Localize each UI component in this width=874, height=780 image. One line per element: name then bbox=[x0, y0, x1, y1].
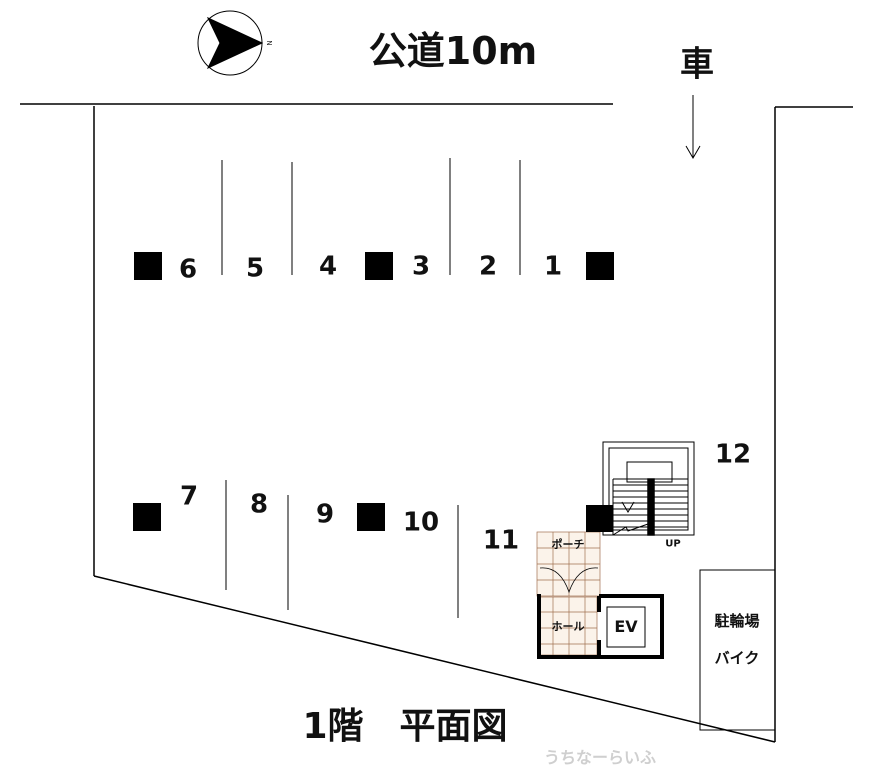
space-4: 4 bbox=[318, 251, 338, 282]
watermark: うちなーらいふ bbox=[543, 748, 657, 768]
hall-floor bbox=[539, 596, 598, 656]
car-label: 車 bbox=[680, 44, 714, 85]
elevator-box bbox=[606, 606, 646, 648]
space-3: 3 bbox=[411, 251, 431, 282]
space-6: 6 bbox=[178, 254, 198, 285]
elevator-label: EV bbox=[614, 617, 638, 637]
space-2: 2 bbox=[478, 251, 498, 282]
parking-dividers bbox=[221, 158, 521, 618]
hall-label: ホール bbox=[551, 619, 585, 633]
porch-label: ポーチ bbox=[551, 537, 585, 551]
space-10: 10 bbox=[402, 507, 440, 538]
bike-label: バイク bbox=[714, 648, 760, 667]
lot-bottom-edge bbox=[93, 575, 776, 743]
compass-icon bbox=[197, 10, 264, 76]
space-12: 12 bbox=[714, 439, 752, 470]
entrance-door-icon bbox=[539, 567, 599, 594]
compass-letter: N bbox=[264, 40, 273, 46]
space-7: 7 bbox=[179, 481, 199, 512]
space-1: 1 bbox=[543, 251, 563, 282]
car-arrow-icon bbox=[685, 95, 701, 159]
plan-title: 1階 平面図 bbox=[302, 706, 508, 748]
space-9: 9 bbox=[315, 499, 335, 530]
space-11: 11 bbox=[482, 525, 520, 556]
space-8: 8 bbox=[249, 489, 269, 520]
stairs-up-label: UP bbox=[665, 538, 681, 550]
hall-walls bbox=[537, 594, 664, 659]
space-5: 5 bbox=[245, 253, 265, 284]
porch-floor bbox=[536, 531, 601, 597]
road-label: 公道10m bbox=[368, 29, 538, 74]
pillars bbox=[133, 252, 614, 532]
bicycle-parking-area bbox=[699, 569, 776, 731]
bicycle-parking-label: 駐輪場 bbox=[714, 611, 760, 630]
